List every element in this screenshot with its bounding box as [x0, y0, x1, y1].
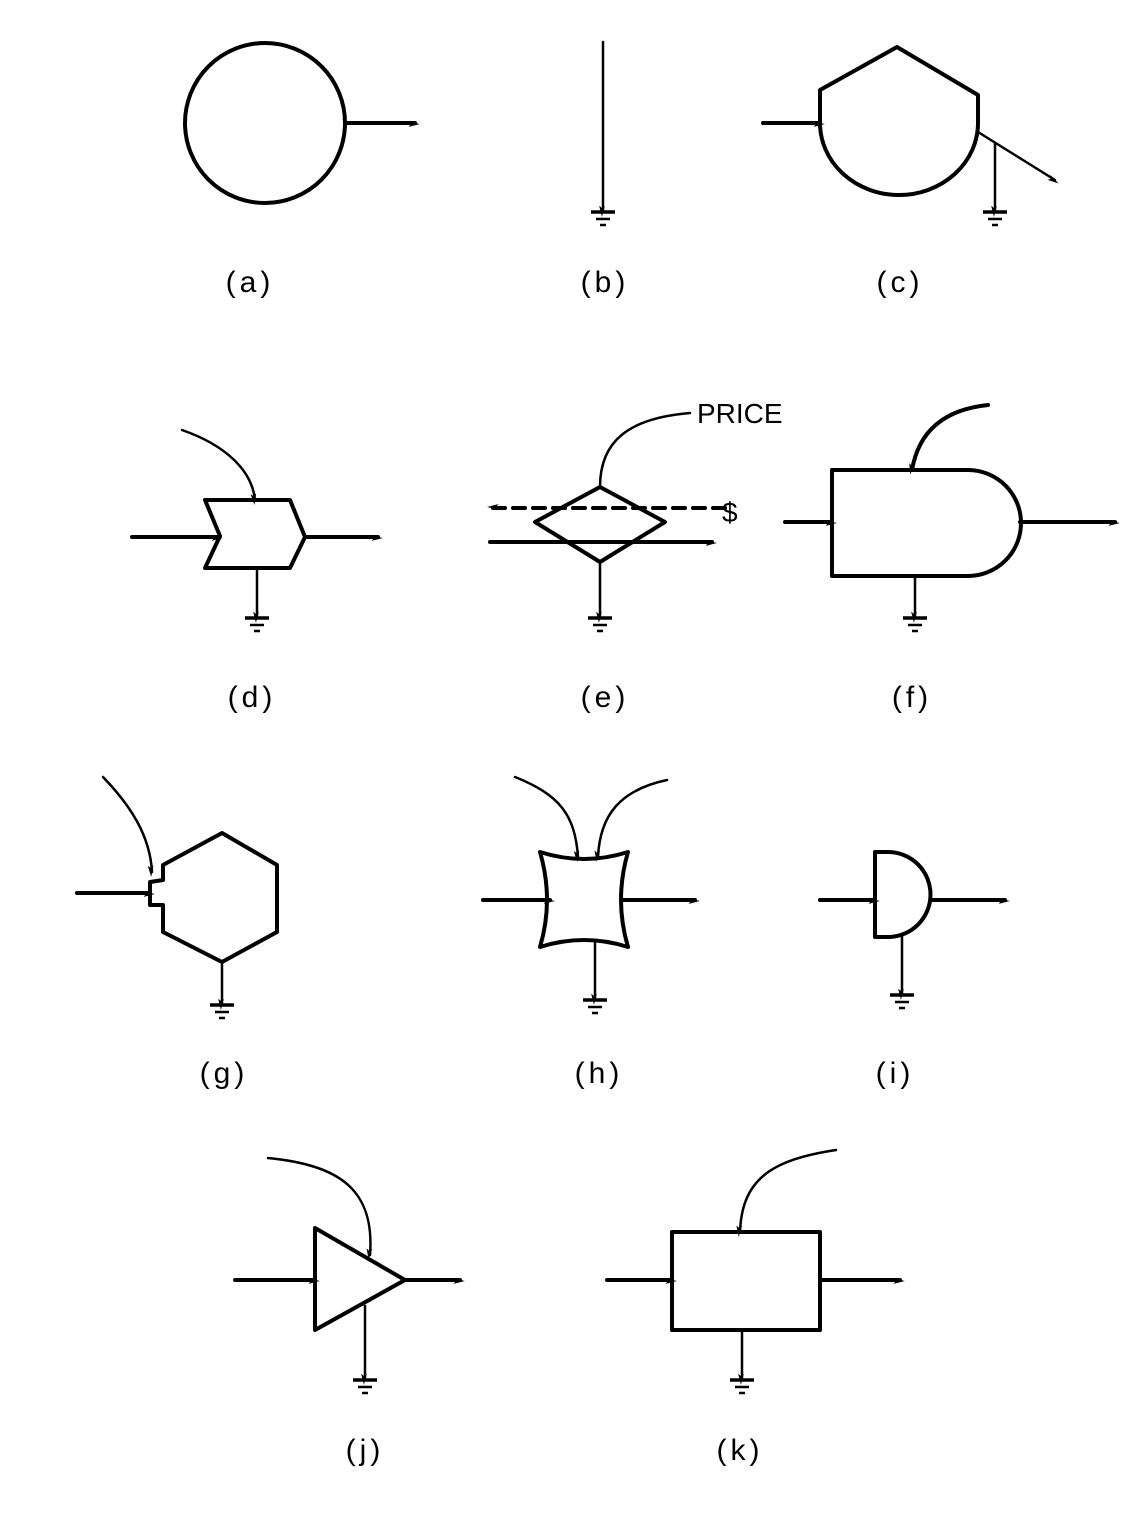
consumer-shape — [873, 850, 933, 939]
switch-shape — [538, 850, 630, 949]
label-g: (g) — [200, 1057, 249, 1090]
transaction-diamond — [533, 485, 667, 564]
label-b: (b) — [581, 266, 630, 299]
symbol-j-amplifier: (j) — [233, 1156, 465, 1467]
label-i: (i) — [876, 1057, 915, 1090]
control-arrow-left — [513, 775, 580, 862]
symbol-h-switch: (h) — [481, 775, 700, 1090]
price-label: PRICE — [697, 398, 783, 429]
heat-sink-ground-icon — [245, 616, 269, 633]
label-c: (c) — [877, 266, 924, 299]
heat-sink-ground-icon — [583, 998, 607, 1015]
gate-shape — [203, 498, 307, 570]
box-shape — [670, 1230, 822, 1332]
heat-sink-ground-icon — [210, 1003, 234, 1020]
label-e: (e) — [581, 681, 630, 714]
heat-sink-ground-icon — [591, 210, 615, 227]
price-line — [598, 411, 692, 489]
symbol-e-transaction: PRICE $ (e) — [487, 398, 783, 714]
consumer-shape — [830, 468, 1023, 578]
control-arrow — [266, 1156, 373, 1260]
symbol-a-energy-source: (a) — [183, 41, 420, 299]
label-a: (a) — [226, 266, 275, 299]
dollar-label: $ — [722, 497, 738, 528]
control-arrow — [909, 403, 990, 475]
symbol-d-work-gate: (d) — [130, 428, 383, 714]
heat-sink-ground-icon — [588, 616, 612, 633]
label-k: (k) — [717, 1434, 764, 1467]
triangle-shape — [313, 1226, 407, 1332]
heat-sink-ground-icon — [903, 616, 927, 633]
symbol-b-heat-sink: (b) — [581, 40, 630, 299]
symbol-g-consumer-hexagon: (g) — [75, 775, 279, 1090]
symbol-k-box: (k) — [605, 1148, 905, 1467]
symbol-f-consumer: (f) — [783, 403, 1120, 714]
heat-sink-ground-icon — [353, 1378, 377, 1395]
heat-sink-ground-icon — [890, 993, 914, 1010]
hexagon-shape — [148, 831, 279, 964]
source-circle — [183, 41, 347, 205]
symbol-c-producer: (c) — [761, 45, 1059, 299]
output-arrow — [976, 130, 1059, 184]
control-arrow — [736, 1148, 838, 1237]
producer-shape — [818, 45, 980, 197]
control-arrow — [101, 775, 154, 877]
symbol-i-small-consumer: (i) — [818, 850, 1010, 1090]
label-d: (d) — [228, 681, 277, 714]
heat-sink-ground-icon — [730, 1378, 754, 1395]
label-j: (j) — [346, 1434, 385, 1467]
label-h: (h) — [575, 1057, 624, 1090]
control-arrow — [180, 428, 257, 505]
label-f: (f) — [892, 681, 932, 714]
heat-sink-ground-icon — [983, 210, 1007, 227]
control-arrow-right — [594, 778, 669, 862]
